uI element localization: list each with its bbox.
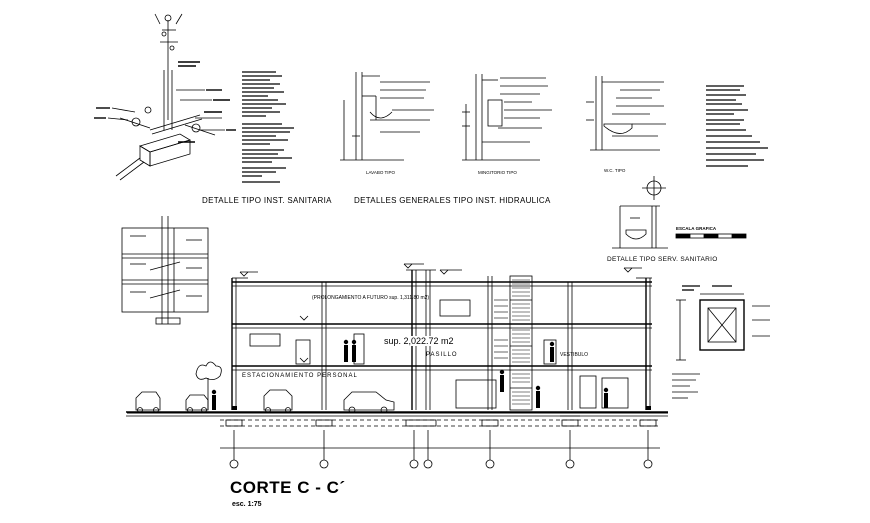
mingitorio-detail bbox=[462, 74, 552, 161]
mingitorio-label: MINGITORIO TIPO bbox=[478, 170, 517, 175]
graphic-scale-label: ESCALA GRAFICA bbox=[676, 226, 717, 231]
ground-and-foundations bbox=[126, 411, 668, 469]
wall-fills bbox=[127, 406, 668, 414]
section-title: CORTE C - C´ bbox=[230, 478, 346, 497]
sanitary-service-detail bbox=[612, 205, 668, 249]
level-marks bbox=[239, 263, 642, 417]
sanitary-service-title: DETALLE TIPO SERV. SANITARIO bbox=[607, 256, 718, 263]
wc-label: W.C. TIPO bbox=[604, 168, 626, 173]
cars bbox=[135, 389, 395, 414]
corridor-label: PASILLO bbox=[426, 352, 458, 358]
hydraulic-details-title: DETALLES GENERALES TIPO INST. HIDRAULICA bbox=[354, 196, 551, 205]
parking-label: ESTACIONAMIENTO PERSONAL bbox=[242, 373, 358, 379]
vestibule-label: VESTIBULO bbox=[560, 352, 589, 358]
sanitary-isometric-detail bbox=[107, 13, 225, 181]
sanitary-notes bbox=[94, 61, 236, 143]
tree bbox=[195, 361, 222, 410]
stair-treads bbox=[494, 279, 530, 405]
graphic-scale-fills bbox=[676, 234, 746, 238]
sanitary-detail-title: DETALLE TIPO INST. SANITARIA bbox=[202, 196, 332, 205]
people-silhouettes bbox=[211, 339, 609, 410]
registro-plan-detail bbox=[672, 293, 770, 399]
north-arrow bbox=[642, 176, 666, 200]
main-section-structure bbox=[231, 269, 652, 411]
hydraulic-legend-block bbox=[706, 85, 768, 167]
section-scale: esc. 1:75 bbox=[232, 501, 262, 508]
wc-detail bbox=[586, 76, 666, 151]
lavabo-detail bbox=[340, 72, 434, 161]
lavabo-label: LAVABO TIPO bbox=[366, 170, 396, 175]
future-projection-label: (PROLONGAMIENTO A FUTURO sup. 1,311.80 m… bbox=[312, 295, 430, 301]
surface-area-label: sup. 2,022.72 m2 bbox=[382, 336, 456, 346]
registro-notes bbox=[682, 285, 732, 291]
small-section-detail bbox=[121, 216, 209, 325]
section-openings bbox=[249, 299, 629, 409]
sanitary-legend-block bbox=[242, 71, 294, 183]
